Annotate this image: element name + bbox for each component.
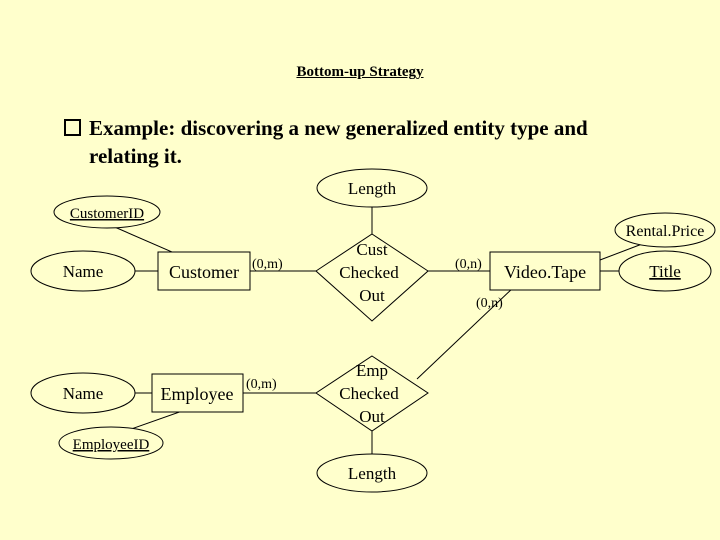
bullet-text: Example: discovering a new generalized e… — [64, 114, 684, 170]
relationship-emp-checked-out: Emp Checked Out — [315, 355, 429, 432]
svg-text:Emp: Emp — [356, 361, 388, 380]
svg-text:Employee: Employee — [161, 384, 234, 404]
entity-videotape: Video.Tape — [489, 251, 601, 291]
cardinality-videotape-top: (0,n) — [455, 257, 482, 272]
attribute-length-top: Length — [316, 168, 428, 208]
cardinality-employee: (0,m) — [246, 377, 277, 392]
svg-text:Video.Tape: Video.Tape — [504, 262, 586, 282]
svg-text:Length: Length — [348, 179, 397, 198]
attribute-customer-name: Name — [30, 250, 136, 292]
svg-text:Out: Out — [359, 407, 385, 426]
bullet-line-1: Example: discovering a new generalized e… — [89, 116, 588, 140]
cardinality-customer: (0,m) — [252, 257, 283, 272]
svg-text:Rental.Price: Rental.Price — [626, 223, 705, 240]
svg-text:Cust: Cust — [356, 240, 387, 259]
svg-text:Out: Out — [359, 286, 385, 305]
svg-text:CustomerID: CustomerID — [70, 206, 144, 222]
cardinality-videotape-bottom: (0,n) — [476, 296, 503, 311]
svg-text:Checked: Checked — [339, 263, 399, 282]
entity-customer: Customer — [157, 251, 251, 291]
relationship-cust-checked-out: Cust Checked Out — [315, 233, 429, 322]
svg-text:Customer: Customer — [169, 262, 239, 282]
svg-text:Name: Name — [63, 262, 104, 281]
attribute-customer-id: CustomerID — [53, 195, 161, 229]
attribute-title: Title — [618, 250, 712, 292]
slide-title: Bottom-up Strategy — [296, 64, 424, 80]
svg-text:Length: Length — [348, 464, 397, 483]
svg-text:Title: Title — [649, 262, 681, 281]
bullet-line-2: relating it. — [89, 144, 182, 168]
attribute-length-bottom: Length — [316, 453, 428, 493]
svg-text:Checked: Checked — [339, 384, 399, 403]
attribute-employee-id: EmployeeID — [58, 426, 164, 460]
attribute-employee-name: Name — [30, 372, 136, 414]
checkbox-bullet-icon — [64, 119, 81, 136]
entity-employee: Employee — [151, 373, 244, 413]
svg-text:Name: Name — [63, 384, 104, 403]
attribute-rental-price: Rental.Price — [614, 212, 716, 248]
svg-text:EmployeeID: EmployeeID — [73, 437, 150, 453]
